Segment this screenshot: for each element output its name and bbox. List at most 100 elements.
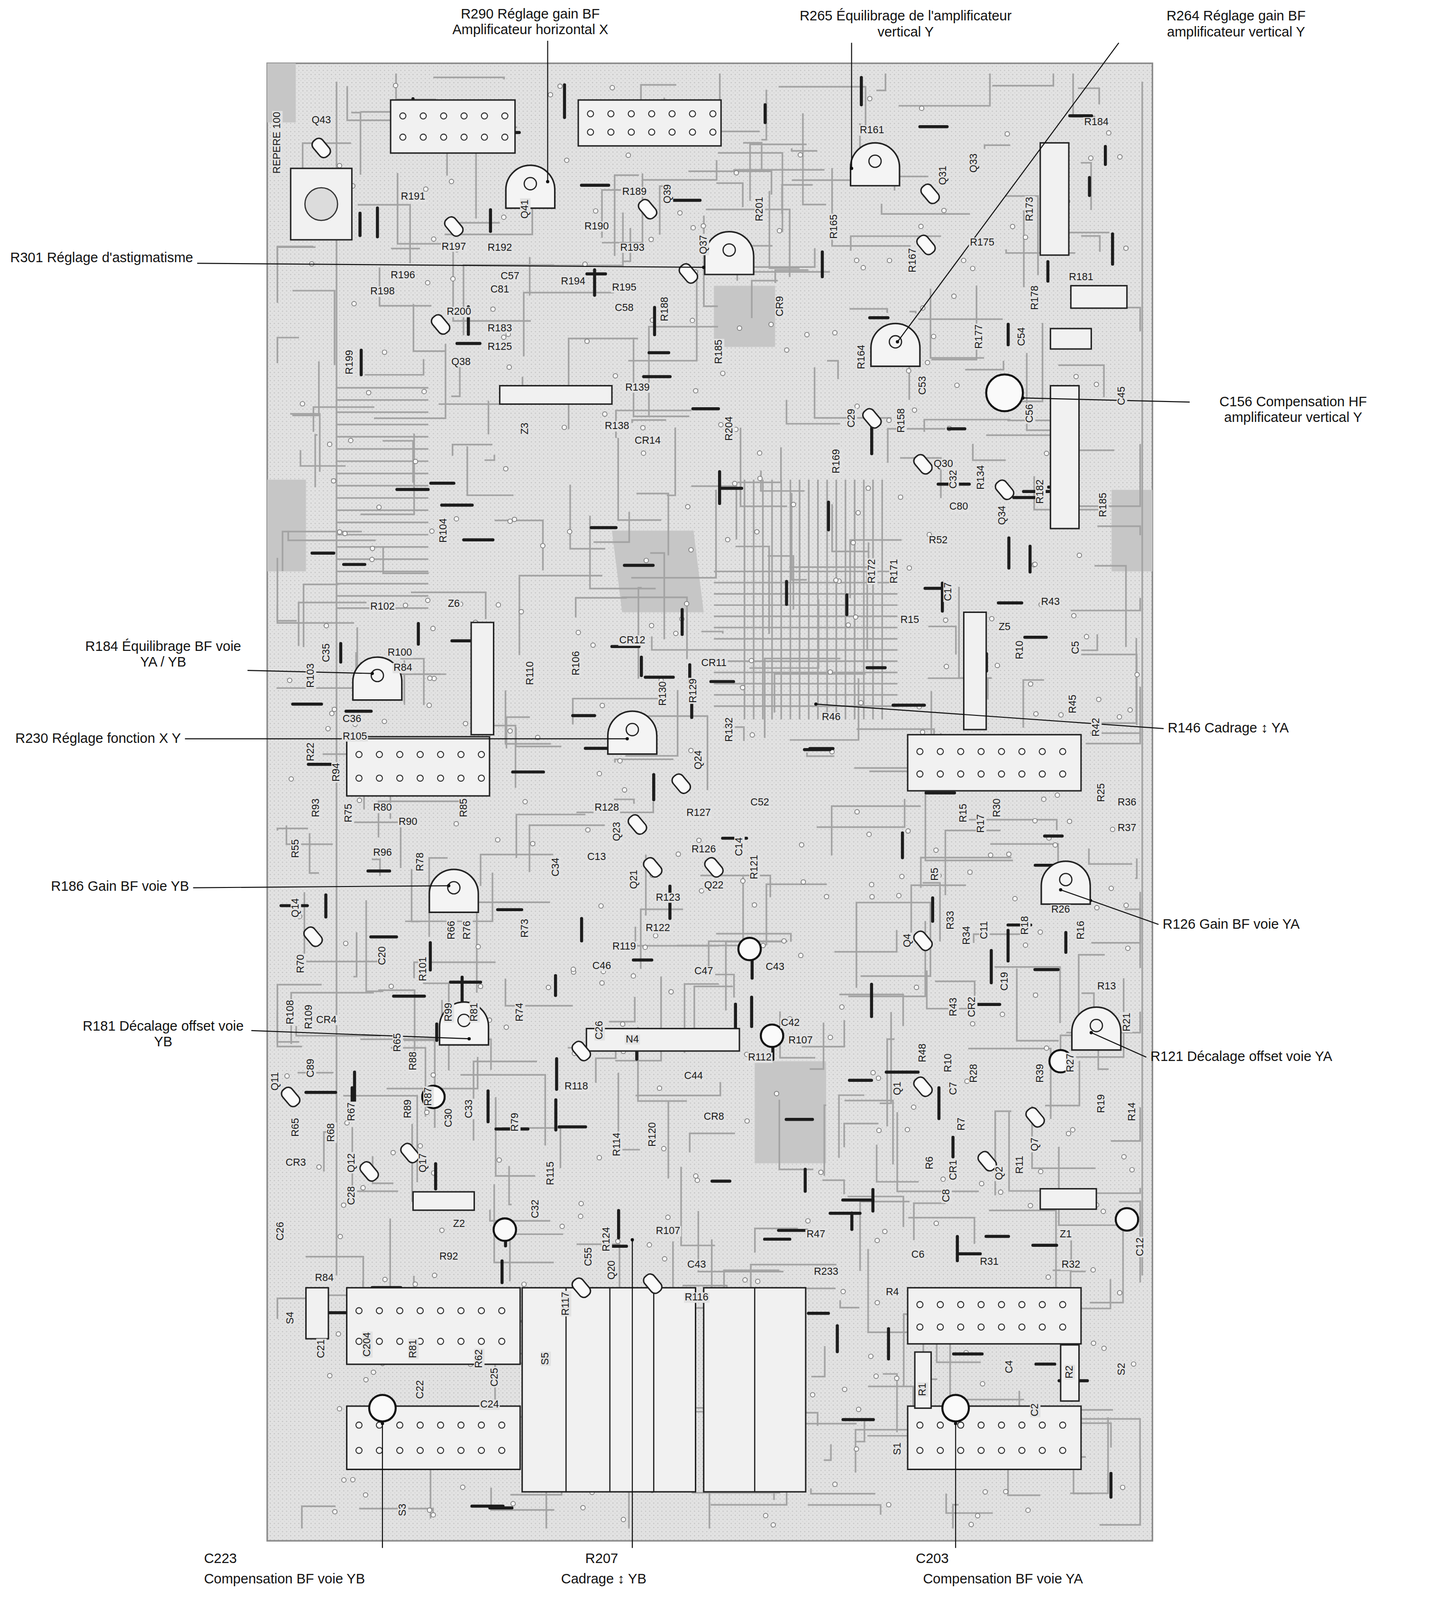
resistor-symbol — [489, 209, 492, 232]
solder-pad — [798, 953, 803, 958]
copper-trace — [347, 86, 397, 121]
solder-pad — [412, 1281, 418, 1286]
connector-pin — [916, 748, 923, 755]
component-designator: Q34 — [997, 504, 1008, 526]
component-outline — [346, 1287, 521, 1364]
copper-trace — [791, 148, 818, 151]
connector-pin — [957, 1323, 965, 1330]
component-designator: R46 — [820, 711, 842, 723]
component-designator: S3 — [397, 1501, 409, 1517]
connector-pin — [376, 1447, 383, 1454]
resistor-symbol — [586, 272, 606, 275]
leader-end — [1089, 1030, 1093, 1035]
solder-pad — [626, 153, 631, 158]
trimmer-body — [1072, 1006, 1121, 1050]
callout-label: R186 Gain BF voie YB — [51, 878, 190, 894]
solder-pad — [597, 771, 602, 776]
copper-trace — [1125, 307, 1140, 332]
component-designator: R165 — [828, 213, 840, 240]
solder-pad — [518, 609, 524, 614]
solder-pad — [382, 719, 387, 724]
resistor-symbol — [721, 486, 742, 490]
connector-pin — [1059, 1447, 1066, 1454]
copper-trace — [516, 727, 562, 747]
component-designator: C55 — [583, 1246, 594, 1267]
copper-trace — [1081, 236, 1100, 252]
solder-pad — [749, 658, 754, 663]
resistor-symbol — [955, 1236, 959, 1261]
solder-pad — [777, 228, 782, 233]
callout-label: C156 Compensation HF amplificateur verti… — [1193, 393, 1393, 426]
connector-pin — [916, 770, 923, 777]
component-designator: R195 — [610, 282, 638, 293]
copper-trace — [807, 1504, 881, 1515]
leader-end — [446, 883, 451, 888]
component-designator: R52 — [928, 535, 949, 547]
component-designator: C28 — [346, 1184, 358, 1206]
copper-trace — [1135, 858, 1137, 879]
component-designator: C35 — [321, 642, 332, 663]
copper-trace — [343, 1095, 418, 1182]
component-designator: R27 — [1065, 1052, 1077, 1073]
solder-pad — [501, 214, 506, 219]
solder-pad — [1091, 1267, 1096, 1272]
trimmer-wiper — [889, 335, 902, 348]
copper-trace — [336, 484, 429, 487]
component-designator: C11 — [979, 919, 990, 940]
component-designator: R73 — [519, 917, 531, 938]
component-designator: R127 — [685, 807, 712, 819]
resistor-symbol — [645, 675, 674, 679]
component-outline — [412, 1191, 474, 1211]
solder-pad — [768, 322, 774, 327]
solder-pad — [631, 973, 636, 978]
component-designator: Q12 — [346, 1152, 358, 1174]
copper-trace — [809, 1022, 824, 1069]
connector-pin — [437, 1421, 444, 1429]
copper-trace — [850, 539, 902, 599]
component-designator: Q39 — [663, 182, 674, 205]
component-designator: S1 — [892, 1440, 903, 1456]
solder-pad — [503, 466, 508, 471]
component-designator: R120 — [647, 1120, 658, 1147]
component-designator: R16 — [1075, 919, 1087, 941]
callout-label: R290 Réglage gain BF Amplificateur horiz… — [423, 6, 638, 38]
copper-trace — [336, 509, 429, 511]
copper-trace — [373, 343, 446, 419]
copper-trace — [636, 493, 669, 556]
solder-pad — [970, 265, 975, 271]
capacitor-outline — [493, 1218, 516, 1241]
component-designator: R130 — [657, 680, 669, 707]
copper-trace — [840, 1299, 860, 1308]
leader-end — [380, 1421, 384, 1425]
copper-trace — [336, 570, 429, 573]
copper-trace — [766, 883, 827, 946]
ground-plane — [754, 1061, 827, 1164]
resistor-symbol — [764, 1237, 790, 1241]
solder-pad — [951, 293, 956, 299]
connector-pin — [978, 1421, 985, 1429]
copper-trace — [898, 73, 991, 106]
component-outline — [907, 1405, 1082, 1469]
resistor-symbol — [554, 1099, 557, 1130]
solder-pad — [418, 1143, 423, 1148]
solder-pad — [341, 1202, 346, 1207]
copper-trace — [353, 932, 357, 977]
copper-trace — [336, 436, 429, 438]
component-designator: R190 — [583, 221, 610, 232]
transistor-outline — [677, 261, 700, 286]
copper-trace — [761, 89, 767, 140]
resistor-symbol — [367, 869, 390, 873]
solder-pad — [360, 1185, 365, 1190]
copper-trace — [635, 1081, 721, 1095]
solder-pad — [918, 224, 923, 229]
leader-line — [251, 1030, 470, 1039]
solder-pad — [391, 1150, 396, 1155]
resistor-symbol — [1006, 324, 1010, 345]
copper-trace — [876, 1144, 920, 1182]
solder-pad — [600, 702, 605, 708]
copper-trace — [590, 515, 656, 589]
trimmer-wiper — [1059, 873, 1073, 886]
solder-pad — [740, 878, 746, 883]
solder-pad — [332, 707, 337, 712]
copper-trace — [277, 246, 316, 303]
